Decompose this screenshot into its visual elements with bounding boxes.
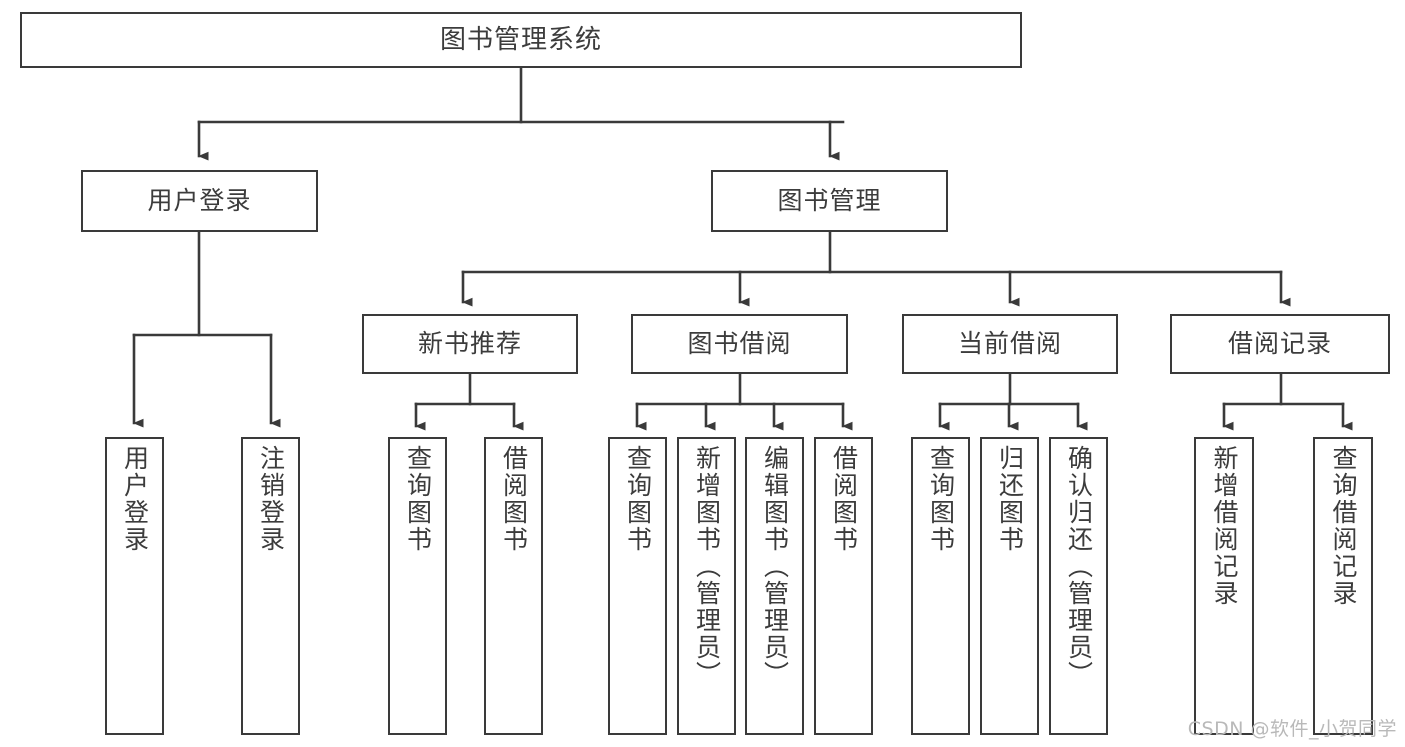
- node-user-login[interactable]: 用户登录: [81, 170, 318, 232]
- node-leaf-add-record-label: 新增借阅记录: [1210, 445, 1239, 607]
- node-root-label: 图书管理系统: [439, 24, 602, 55]
- node-leaf-edit-book-label: 编辑图书（管理员）: [760, 445, 790, 688]
- node-borrow-record[interactable]: 借阅记录: [1170, 314, 1390, 374]
- node-leaf-confirm-return[interactable]: 确认归还（管理员）: [1049, 437, 1108, 735]
- node-leaf-query-book-3[interactable]: 查询图书: [911, 437, 970, 735]
- node-leaf-return-book[interactable]: 归还图书: [980, 437, 1039, 735]
- node-leaf-confirm-return-label: 确认归还（管理员）: [1064, 445, 1094, 688]
- node-leaf-add-book-label: 新增图书（管理员）: [692, 445, 722, 688]
- node-root[interactable]: 图书管理系统: [20, 12, 1022, 68]
- node-leaf-borrow-book-2[interactable]: 借阅图书: [814, 437, 873, 735]
- node-leaf-edit-book[interactable]: 编辑图书（管理员）: [745, 437, 804, 735]
- node-leaf-user-login[interactable]: 用户登录: [105, 437, 164, 735]
- node-leaf-logout-label: 注销登录: [256, 445, 286, 553]
- node-book-manage[interactable]: 图书管理: [711, 170, 948, 232]
- node-leaf-query-book-1-label: 查询图书: [403, 445, 433, 553]
- node-user-login-label: 用户登录: [147, 186, 252, 216]
- node-leaf-user-login-label: 用户登录: [120, 445, 150, 553]
- node-leaf-logout[interactable]: 注销登录: [241, 437, 300, 735]
- node-book-manage-label: 图书管理: [777, 186, 882, 216]
- node-book-borrow-label: 图书借阅: [687, 329, 792, 359]
- node-leaf-return-book-label: 归还图书: [995, 445, 1025, 553]
- node-leaf-query-record[interactable]: 查询借阅记录: [1313, 437, 1373, 735]
- node-leaf-query-record-label: 查询借阅记录: [1329, 445, 1358, 607]
- node-leaf-borrow-book-1[interactable]: 借阅图书: [484, 437, 543, 735]
- node-leaf-add-book[interactable]: 新增图书（管理员）: [677, 437, 736, 735]
- node-book-borrow[interactable]: 图书借阅: [631, 314, 848, 374]
- node-current-borrow[interactable]: 当前借阅: [902, 314, 1118, 374]
- node-leaf-query-book-1[interactable]: 查询图书: [388, 437, 447, 735]
- node-leaf-query-book-2[interactable]: 查询图书: [608, 437, 667, 735]
- node-borrow-record-label: 借阅记录: [1227, 329, 1332, 359]
- node-new-book-rec-label: 新书推荐: [417, 329, 522, 359]
- node-leaf-query-book-3-label: 查询图书: [926, 445, 956, 553]
- csdn-watermark: CSDN @软件_小贺同学: [1187, 718, 1397, 740]
- node-current-borrow-label: 当前借阅: [957, 329, 1062, 359]
- node-new-book-rec[interactable]: 新书推荐: [362, 314, 578, 374]
- node-leaf-query-book-2-label: 查询图书: [623, 445, 653, 553]
- node-leaf-borrow-book-1-label: 借阅图书: [499, 445, 529, 553]
- node-leaf-add-record[interactable]: 新增借阅记录: [1194, 437, 1254, 735]
- node-leaf-borrow-book-2-label: 借阅图书: [829, 445, 859, 553]
